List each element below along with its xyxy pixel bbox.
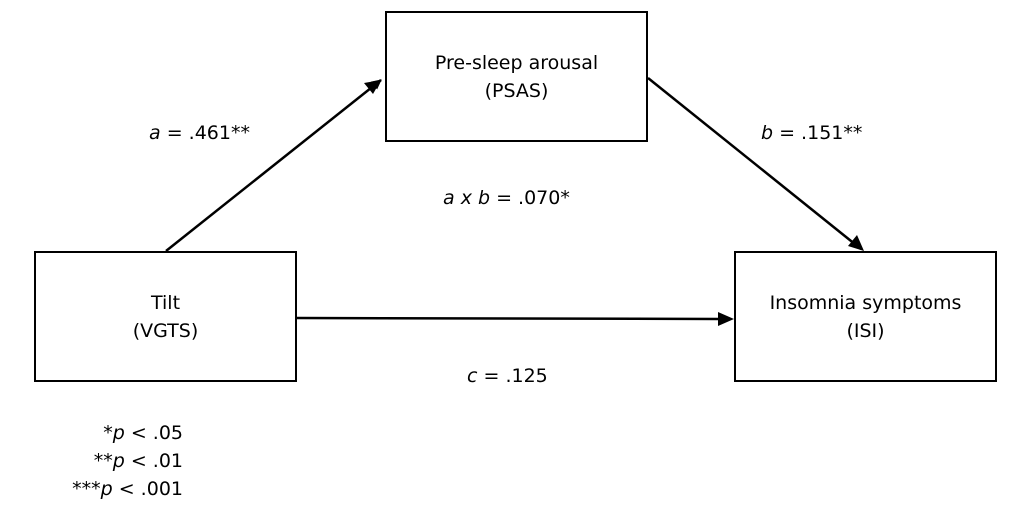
- indirect-symbol-a: a: [443, 187, 455, 209]
- significance-note: **p < .01: [94, 449, 183, 473]
- note-stars: *: [103, 422, 113, 444]
- indirect-symbol-b: b: [477, 187, 491, 209]
- note-threshold: < .01: [124, 450, 183, 472]
- note-p: p: [112, 450, 125, 472]
- path-c-symbol: c: [467, 365, 478, 387]
- indirect-value: = .070*: [490, 187, 570, 209]
- path-b-arrowhead: [848, 235, 864, 251]
- predictor-box: Tilt (VGTS): [34, 251, 297, 382]
- path-c-arrow: [296, 316, 721, 321]
- mediator-abbrev: (PSAS): [484, 79, 549, 102]
- path-c-value: = .125: [477, 365, 548, 387]
- outcome-box: Insomnia symptoms (ISI): [734, 251, 997, 382]
- note-stars: **: [93, 450, 113, 472]
- note-threshold: < .05: [124, 422, 183, 444]
- path-c-arrowhead: [718, 312, 734, 326]
- path-b-value: = .151**: [773, 122, 863, 144]
- note-threshold: < .001: [112, 478, 183, 500]
- path-b-label: b = .151**: [761, 121, 862, 145]
- mediator-box: Pre-sleep arousal (PSAS): [385, 11, 648, 142]
- path-a-arrow: [165, 79, 382, 252]
- path-a-arrowhead: [364, 80, 381, 94]
- note-stars: ***: [72, 478, 101, 500]
- path-a-label: a = .461**: [149, 121, 250, 145]
- outcome-abbrev: (ISI): [846, 319, 885, 342]
- note-p: p: [100, 478, 113, 500]
- note-p: p: [112, 422, 125, 444]
- indirect-effect-label: a x b = .070*: [443, 186, 570, 210]
- predictor-abbrev: (VGTS): [132, 319, 199, 342]
- path-a-value: = .461**: [160, 122, 250, 144]
- significance-note: *p < .05: [103, 421, 183, 445]
- path-b-arrow: [647, 77, 862, 250]
- mediator-name: Pre-sleep arousal: [434, 51, 599, 74]
- outcome-name: Insomnia symptoms: [769, 291, 962, 314]
- path-c-label: c = .125: [467, 364, 548, 388]
- significance-note: ***p < .001: [72, 477, 183, 501]
- predictor-name: Tilt: [150, 291, 181, 314]
- indirect-separator: x: [454, 187, 478, 209]
- path-a-symbol: a: [149, 122, 161, 144]
- path-b-symbol: b: [761, 122, 774, 144]
